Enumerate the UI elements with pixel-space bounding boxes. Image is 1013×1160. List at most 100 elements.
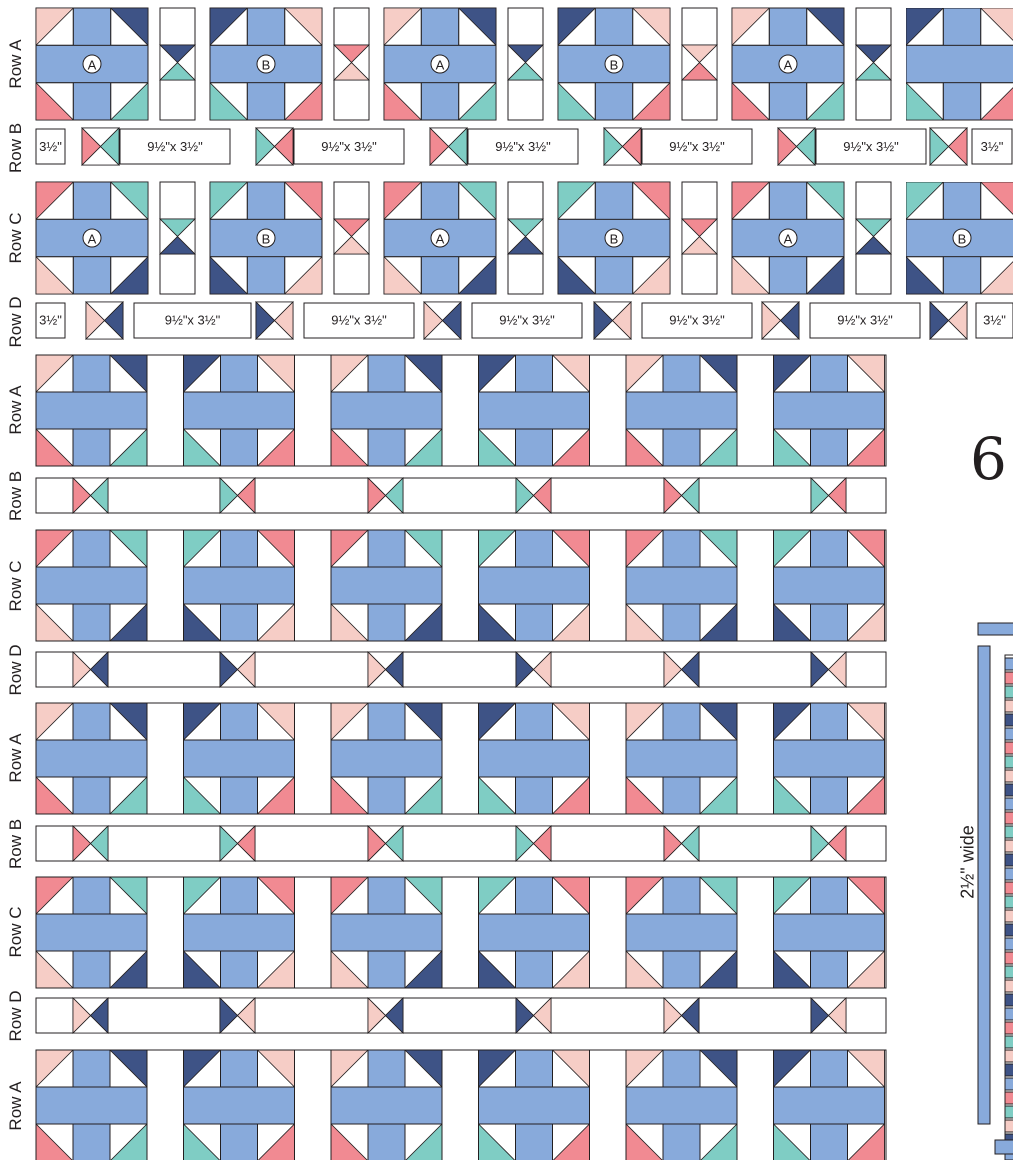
row-a-block-a-label: A [784, 58, 793, 73]
quilt-row-3-sashing [590, 530, 627, 641]
quilt-row-7-block [184, 877, 295, 988]
row-c-block-a-label: A [436, 232, 445, 247]
quilt-row-5-sashing [737, 703, 774, 814]
quilt-row-5-sashing [295, 703, 332, 814]
partial-quilt-cell [1005, 1078, 1013, 1090]
exploded-row-label: Row A [6, 39, 26, 88]
quilt-row-3-block [774, 530, 885, 641]
quilt-row-9-sashing [590, 1050, 627, 1160]
quilt-row-1-block-cross-horizontal [774, 392, 885, 429]
partial-quilt-cell [1005, 812, 1013, 824]
row-d-strip-label: 9½"x 3½" [331, 313, 387, 328]
quilt-row-5-block-cross-horizontal [479, 740, 590, 777]
row-c-block-b: B [210, 182, 322, 294]
quilt-row-7-block-cross-horizontal [626, 914, 737, 951]
quilt-row-5-sashing [442, 703, 479, 814]
quilt-row-7-block-cross-horizontal [184, 914, 295, 951]
quilt-row-9-block [774, 1050, 885, 1160]
quilt-row-label: Row D [6, 990, 26, 1041]
quilt-row-3-block [626, 530, 737, 641]
partial-quilt-cell [1005, 882, 1013, 894]
row-c-block-a: A [384, 182, 496, 294]
quilt-row-3-block [184, 530, 295, 641]
quilt-row-9-sashing [295, 1050, 332, 1160]
quilt-row-5-sashing [147, 703, 184, 814]
partial-quilt-cell [1005, 770, 1013, 782]
row-d-strip-label: 9½"x 3½" [165, 313, 221, 328]
partial-quilt-cell [1005, 728, 1013, 740]
exploded-row-label: Row B [6, 123, 26, 173]
quilt-row-9-block-cross-horizontal [626, 1087, 737, 1124]
row-d-strip-label: 9½"x 3½" [837, 313, 893, 328]
row-d-strip-label: 3½" [983, 313, 1006, 328]
quilt-row-9-block-cross-horizontal [774, 1087, 885, 1124]
row-a-block-partial [906, 8, 1013, 120]
quilt-row-3-block [479, 530, 590, 641]
partial-quilt-cell [1005, 672, 1013, 684]
quilt-row-1-block [184, 355, 295, 466]
quilt-row-7-sashing [737, 877, 774, 988]
partial-quilt-cell [1005, 1008, 1013, 1020]
quilt-row-5-block-cross-horizontal [626, 740, 737, 777]
quilt-row-5-block [331, 703, 442, 814]
row-c-block-b: B [906, 182, 1013, 294]
row-b-strip-label: 9½"x 3½" [843, 139, 899, 154]
partial-quilt-cell [1005, 994, 1013, 1006]
row-a-block-a-label: A [436, 58, 445, 73]
row-d-strip-label: 9½"x 3½" [499, 313, 555, 328]
quilt-row-label: Row B [6, 471, 26, 521]
quilt-row-7-block-cross-horizontal [774, 914, 885, 951]
quilt-row-3-sashing [442, 530, 479, 641]
quilt-row-9-block-cross-horizontal [184, 1087, 295, 1124]
row-b-strip-label: 9½"x 3½" [495, 139, 551, 154]
quilt-row-7-block [774, 877, 885, 988]
quilt-row-7-block-cross-horizontal [479, 914, 590, 951]
quilt-row-3-sashing [147, 530, 184, 641]
row-a-block-b-label: B [610, 58, 619, 73]
quilt-row-8-strip [36, 998, 886, 1033]
quilt-row-1-block-cross-horizontal [36, 392, 147, 429]
row-c-block-b: B [558, 182, 670, 294]
row-c-block-a-label: A [784, 232, 793, 247]
binding-bottom-strip [995, 1140, 1013, 1154]
quilt-row-3-sashing [737, 530, 774, 641]
quilt-row-7-sashing [147, 877, 184, 988]
quilt-row-label: Row A [6, 733, 26, 782]
quilt-row-1-block [774, 355, 885, 466]
partial-quilt-cell [1005, 980, 1013, 992]
quilt-row-label: Row B [6, 819, 26, 869]
binding-width-label: 2½" wide [958, 825, 979, 898]
row-c-block-a: A [36, 182, 148, 294]
binding-side-strip [978, 646, 990, 1124]
row-a-block-partial-cross-horizontal [906, 45, 1013, 82]
quilt-row-4-strip [36, 652, 886, 687]
row-d-strip-label: 3½" [39, 313, 62, 328]
quilt-row-1-sashing [737, 355, 774, 466]
partial-quilt-cell [1005, 854, 1013, 866]
quilt-row-5-block [184, 703, 295, 814]
partial-quilt-cell [1005, 1106, 1013, 1118]
row-b-strip-label: 9½"x 3½" [147, 139, 203, 154]
row-c-block-b-label: B [958, 232, 967, 247]
partial-quilt-cell [1005, 798, 1013, 810]
quilt-row-5-block [479, 703, 590, 814]
partial-quilt-cell [1005, 742, 1013, 754]
quilt-row-9-sashing [147, 1050, 184, 1160]
quilt-row-label: Row A [6, 385, 26, 434]
partial-number: 6 [970, 430, 1007, 488]
quilt-row-3-block [36, 530, 147, 641]
quilt-row-7-block [479, 877, 590, 988]
partial-quilt-cell [1005, 924, 1013, 936]
quilt-row-6-strip [36, 826, 886, 861]
quilt-row-label: Row A [6, 1081, 26, 1130]
partial-quilt-cell [1005, 686, 1013, 698]
row-b-strip-label: 3½" [981, 139, 1004, 154]
row-a-block-b: B [210, 8, 322, 120]
quilt-row-3-block-cross-horizontal [626, 567, 737, 604]
row-b-strip-label: 3½" [39, 139, 62, 154]
partial-quilt-cell [1005, 658, 1013, 670]
row-a-block-a: A [36, 8, 148, 120]
quilt-row-label: Row C [6, 906, 26, 957]
exploded-row-label: Row C [6, 212, 26, 263]
partial-quilt-cell [1005, 896, 1013, 908]
